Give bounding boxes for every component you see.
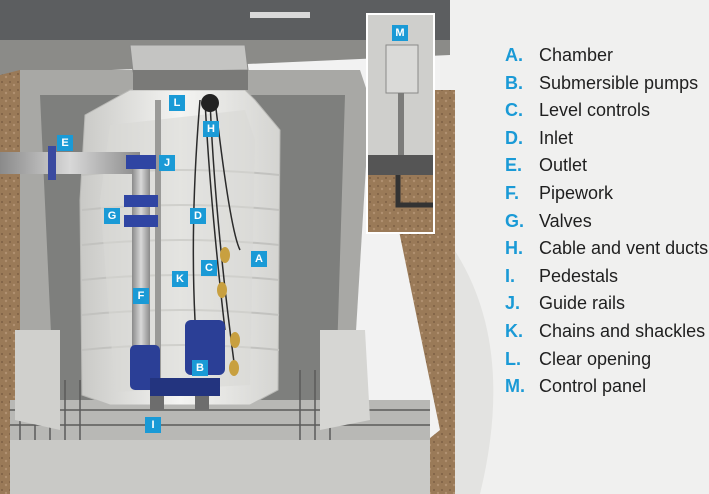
slab-front (10, 440, 430, 494)
valves (124, 155, 158, 227)
badge-l: L (169, 95, 185, 111)
badge-a: A (251, 251, 267, 267)
legend-label: Inlet (539, 127, 574, 148)
legend-label: Control panel (539, 376, 647, 397)
legend-key: M. (505, 376, 525, 397)
legend-key: K. (505, 320, 523, 341)
access-frame (133, 70, 248, 90)
legend-key: D. (505, 127, 523, 148)
legend-label: Chamber (539, 45, 614, 65)
legend-label: Cable and vent ducts (539, 238, 709, 259)
legend-item: A. Chamber (505, 44, 708, 72)
control-panel-duct (395, 175, 433, 208)
outlet-flange (48, 146, 56, 180)
legend-key: F. (505, 182, 520, 203)
pedestals (150, 396, 209, 410)
badge-g: G (104, 208, 120, 224)
legend-key: I. (505, 265, 516, 286)
legend-label: Level controls (539, 100, 651, 121)
legend-label: Outlet (539, 155, 588, 176)
legend-item: E. Outlet (505, 154, 708, 182)
legend-label: Valves (539, 210, 592, 231)
control-panel-post (398, 93, 404, 155)
legend-key: L. (505, 348, 521, 369)
badge-f: F (133, 288, 149, 304)
badge-m: M (392, 25, 408, 41)
badge-k: K (172, 271, 188, 287)
vent-duct (201, 94, 219, 112)
legend-item: J. Guide rails (505, 292, 708, 320)
submersible-pumps (130, 320, 225, 396)
legend-label: Pipework (539, 182, 614, 203)
left-formwork (15, 330, 60, 430)
legend-label: Clear opening (539, 348, 652, 369)
legend-key: E. (505, 155, 523, 176)
access-cover (129, 44, 249, 73)
legend-item: H. Cable and vent ducts (505, 237, 708, 265)
float-switches (217, 247, 240, 376)
right-formwork (320, 330, 370, 430)
legend-item: C. Level controls (505, 99, 708, 127)
legend-item: K. Chains and shackles (505, 320, 708, 348)
badge-i: I (145, 417, 161, 433)
legend-key: C. (505, 100, 523, 121)
legend-key: G. (505, 210, 525, 231)
badge-e: E (57, 135, 73, 151)
legend-item: G. Valves (505, 210, 708, 238)
legend-key: J. (505, 293, 521, 314)
road-marking (250, 12, 310, 18)
outlet-pipe (0, 152, 140, 174)
badge-c: C (201, 260, 217, 276)
badge-h: H (203, 121, 219, 137)
legend-item: M. Control panel (505, 375, 708, 403)
legend-key: A. (505, 45, 523, 65)
riser-pipe (132, 155, 150, 375)
legend-key: B. (505, 72, 523, 93)
legend-list: A. Chamber B. Submersible pumps C. Level co… (505, 44, 708, 403)
legend-item: D. Inlet (505, 127, 708, 155)
legend-key: H. (505, 238, 523, 259)
control-panel-box (385, 44, 419, 94)
badge-b: B (192, 360, 208, 376)
legend-label: Pedestals (539, 265, 619, 286)
legend-label: Chains and shackles (539, 320, 706, 341)
legend-item: L. Clear opening (505, 348, 708, 376)
badge-j: J (159, 155, 175, 171)
guide-rail (155, 100, 161, 390)
legend-item: B. Submersible pumps (505, 72, 708, 100)
control-panel-road (368, 155, 433, 175)
badge-d: D (190, 208, 206, 224)
legend-item: F. Pipework (505, 182, 708, 210)
legend-item: I. Pedestals (505, 265, 708, 293)
legend-label: Guide rails (539, 293, 626, 314)
legend-label: Submersible pumps (539, 72, 699, 93)
